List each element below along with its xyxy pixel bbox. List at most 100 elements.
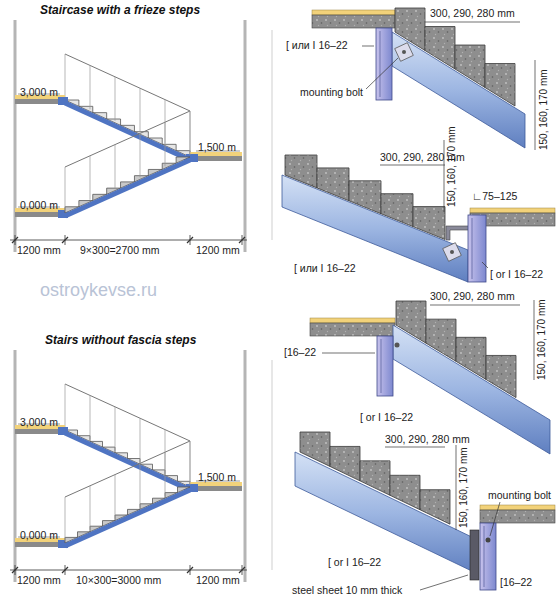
dimension-line: [10, 570, 247, 571]
floor-finish: [480, 505, 555, 510]
section-title: Stairs without fascia steps: [45, 334, 196, 348]
section-title: Staircase with a frieze steps: [40, 4, 200, 18]
steel-stringer: [392, 32, 525, 148]
label: 3,000 m: [20, 416, 58, 428]
dimension-line: [535, 60, 536, 150]
baluster: [90, 486, 91, 530]
wall: [244, 20, 247, 252]
baluster: [90, 395, 91, 439]
watermark: ostroykevse.ru: [40, 280, 157, 301]
steel-sheet: [470, 530, 479, 580]
dimension-text: 150, 160, 170 mm: [538, 69, 550, 150]
concrete-step: [349, 181, 381, 214]
concrete-step: [360, 461, 390, 495]
label: 9×300=2700 mm: [80, 244, 159, 256]
label: 10×300=3000 mm: [76, 574, 161, 586]
label: [ or I 16–22: [328, 556, 381, 568]
wall: [244, 350, 247, 582]
channel-beam: [480, 523, 496, 590]
dimension-tick: [187, 567, 193, 573]
mounting-bolt: [395, 343, 400, 348]
channel-web: [484, 526, 485, 587]
floor-beam: [58, 97, 68, 105]
baluster: [190, 111, 191, 155]
label: 0,000 m: [20, 199, 58, 211]
stair-elevation: [10, 20, 272, 252]
floor-slab: [15, 542, 65, 547]
concrete-step: [285, 155, 317, 188]
stair-elevation: [10, 350, 272, 582]
baluster: [140, 463, 141, 507]
dimension-line: [380, 165, 445, 166]
dimension-tick: [187, 237, 193, 243]
channel-web: [381, 339, 382, 393]
dimension-tick: [239, 567, 245, 573]
concrete-step: [486, 355, 516, 397]
leader-line: [420, 575, 468, 590]
baluster: [190, 111, 191, 155]
floor-slab: [15, 429, 65, 434]
label: 1,500 m: [198, 471, 236, 483]
flight-steps: [65, 430, 190, 487]
flight-steps: [65, 157, 190, 213]
dimension-line: [425, 22, 520, 23]
concrete-step: [485, 64, 515, 107]
channel-web: [380, 31, 381, 97]
label: mounting bolt: [300, 86, 363, 98]
leader-line: [482, 262, 488, 268]
concrete-step: [317, 168, 349, 201]
baluster: [65, 384, 66, 428]
baluster: [90, 156, 91, 200]
baluster: [65, 54, 66, 98]
concrete-step: [330, 446, 360, 480]
dimension-tick: [12, 237, 18, 243]
label: 300, 290, 280 mm: [430, 290, 515, 302]
flight-steps: [65, 100, 190, 157]
floor-slab: [15, 99, 65, 104]
channel-beam: [376, 28, 392, 100]
baluster: [65, 497, 66, 541]
floor-slab: [15, 212, 65, 217]
mounting-bolt: [486, 538, 491, 543]
concrete-step: [381, 194, 413, 227]
dimension-line: [430, 305, 520, 306]
leader-line: [322, 353, 375, 354]
baluster: [65, 167, 66, 211]
dimension-text: 150, 160, 170 mm: [446, 126, 458, 207]
floor-finish: [312, 10, 395, 15]
channel-web: [472, 218, 473, 279]
label: mounting bolt: [488, 489, 551, 501]
label: ∟75–125: [472, 190, 517, 202]
handrail: [65, 111, 190, 167]
floor-finish: [470, 208, 555, 213]
label: 1200 mm: [196, 574, 240, 586]
concrete-step: [420, 490, 450, 524]
level-line: [272, 360, 273, 570]
label: [16–22: [284, 346, 316, 358]
baluster: [165, 452, 166, 496]
baluster: [190, 441, 191, 485]
bolt-plate: [443, 243, 462, 262]
concrete-step: [413, 207, 445, 240]
dimension-tick: [12, 567, 18, 573]
support-angle: [446, 226, 470, 240]
channel-beam: [468, 215, 486, 282]
baluster: [140, 88, 141, 132]
label: steel sheet 10 mm thick: [292, 584, 402, 596]
concrete-step: [300, 432, 330, 466]
label: 0,000 m: [20, 529, 58, 541]
label: [ или I 16–22: [294, 262, 356, 274]
baluster: [90, 65, 91, 109]
label: [ или I 16–22: [286, 39, 348, 51]
flight-steps: [65, 487, 190, 543]
label: [16–22: [500, 576, 532, 588]
dimension-tick: [239, 237, 245, 243]
label: 300, 290, 280 mm: [385, 433, 470, 445]
dimension-line: [456, 445, 457, 530]
floor-slab: [310, 323, 395, 336]
baluster: [165, 122, 166, 166]
dimension-line: [534, 300, 535, 380]
concrete-step: [396, 301, 426, 343]
label: 1200 mm: [17, 574, 61, 586]
